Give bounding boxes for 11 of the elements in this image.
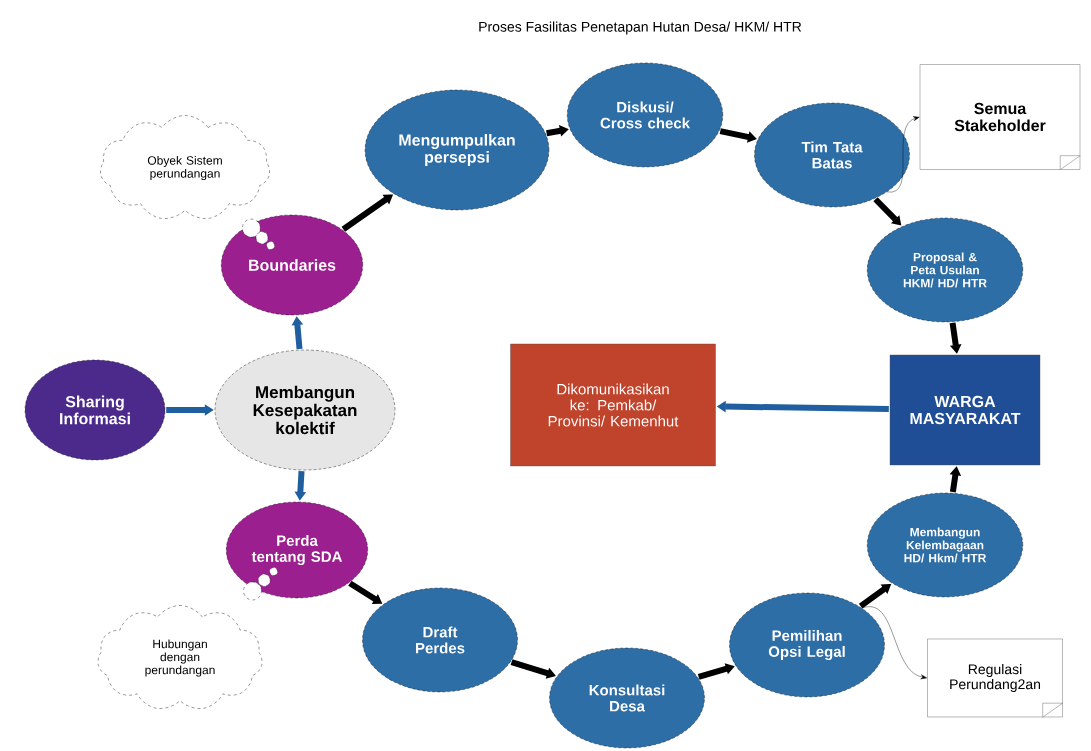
thought-cloud: Obyek Sistem perundangan (100, 115, 275, 250)
arrow (510, 659, 556, 679)
process-box: WARGA MASYARAKAT (889, 354, 1041, 466)
note-box: Semua Stakeholder (919, 64, 1081, 170)
title: Proses Fasilitas Penetapan Hutan Desa/ HKM/ HTR (479, 21, 802, 35)
arrow (873, 197, 902, 226)
thought-cloud: Hubungan dengan perundangan (97, 567, 278, 709)
process-box: Dikomunikasikan ke: Pemkab/ Provinsi/ Kemenhut (510, 343, 716, 467)
arrow (886, 116, 920, 193)
note-box: Regulasi Perundang2an (927, 638, 1063, 718)
arrow (861, 606, 927, 680)
